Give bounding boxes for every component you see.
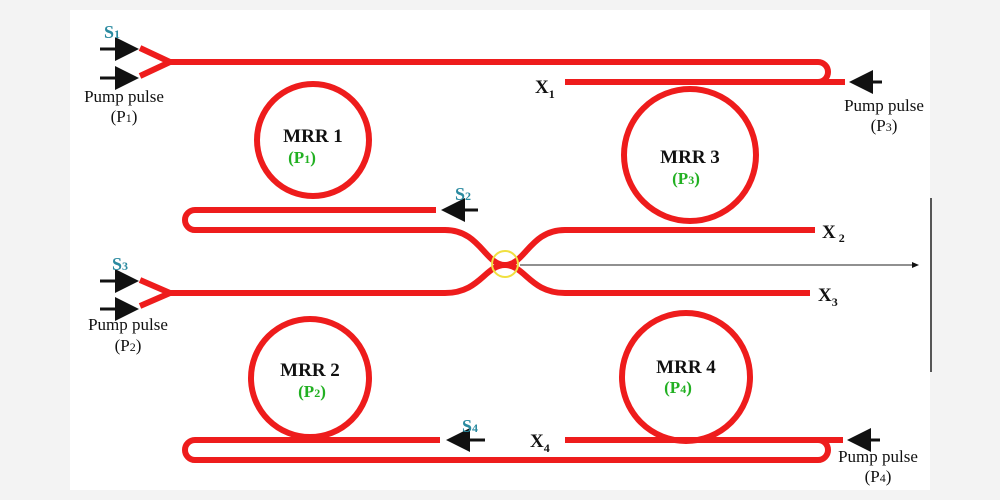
label-x1: X1 xyxy=(535,77,555,101)
ring-mrr3 xyxy=(621,86,759,224)
ring-mrr2 xyxy=(248,316,372,440)
pump-p1-name: (P1) xyxy=(111,107,138,126)
label-s4: S4 xyxy=(462,416,478,436)
waveguide-middle-upper xyxy=(182,207,810,296)
waveguide-bottom xyxy=(182,437,831,463)
pump-p1-label: Pump pulse xyxy=(84,87,164,106)
label-s2: S2 xyxy=(455,184,471,204)
mrr1-pump: (P1) xyxy=(288,148,316,167)
pump-p4-label: Pump pulse xyxy=(838,447,918,466)
panel-background xyxy=(70,10,930,490)
pump-p2-label: Pump pulse xyxy=(88,315,168,334)
label-x3: X3 xyxy=(818,285,838,309)
mrr2-label: MRR 2 xyxy=(280,360,340,381)
pump-p2-name: (P2) xyxy=(115,336,142,355)
mrr4-label: MRR 4 xyxy=(656,357,716,378)
pump-p4-name: (P4) xyxy=(865,467,892,486)
label-s1: S1 xyxy=(104,22,120,42)
pump-p3-label: Pump pulse xyxy=(844,96,924,115)
label-s3: S3 xyxy=(112,254,128,274)
ring-mrr1 xyxy=(254,81,372,199)
mrr3-pump: (P3) xyxy=(672,169,700,188)
mrr3-label: MRR 3 xyxy=(660,147,720,168)
crossing-marker xyxy=(491,250,519,278)
ring-mrr4 xyxy=(619,310,753,444)
pump-p3-name: (P3) xyxy=(871,116,898,135)
waveguide-middle-lower xyxy=(170,227,815,296)
label-x4: X4 xyxy=(530,431,550,455)
mrr4-pump: (P4) xyxy=(664,378,692,397)
mrr1-label: MRR 1 xyxy=(283,126,343,147)
mrr2-pump: (P2) xyxy=(298,382,326,401)
